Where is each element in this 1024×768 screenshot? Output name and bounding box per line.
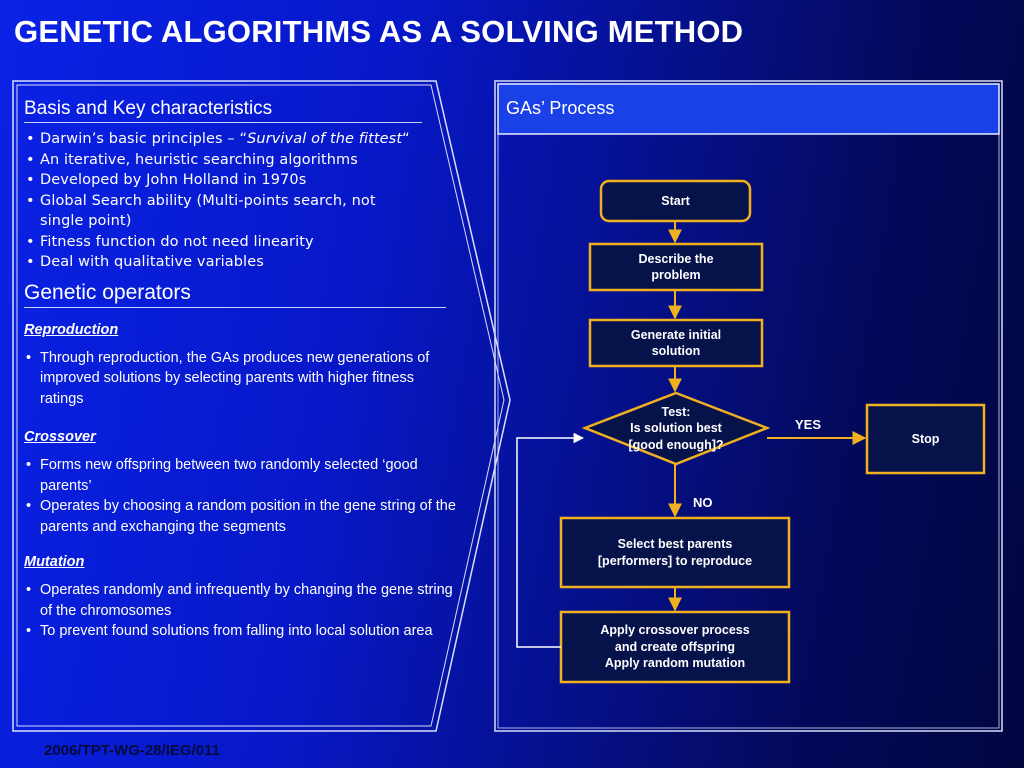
process-title: GAs’ Process: [506, 98, 615, 118]
basis-item: Darwin’s basic principles – “Survival of…: [24, 129, 412, 150]
generate-box: [588, 318, 764, 368]
stop-box: [865, 403, 986, 475]
crossover-item: Forms new offspring between two randomly…: [24, 455, 460, 496]
basis-panel: Basis and Key characteristics Darwin’s b…: [12, 80, 511, 732]
basis-item-italic: Survival of the fittest: [247, 131, 403, 147]
process-panel: GAs’ Process Start Describe the problem …: [494, 80, 1004, 732]
process-panel-frame: [494, 80, 1003, 732]
crossover-title: Crossover: [24, 429, 96, 445]
start-label: Start: [661, 193, 690, 208]
describe-box: [588, 242, 764, 292]
operators-heading: Genetic operators: [24, 281, 446, 308]
reproduction-list: Through reproduction, the GAs produces n…: [24, 348, 454, 410]
apply-box: [559, 610, 791, 684]
basis-item: Developed by John Holland in 1970s: [24, 170, 412, 191]
crossover-item: Operates by choosing a random position i…: [24, 496, 460, 537]
slide-footer: 2006/TPT-WG-28/IEG/011: [44, 742, 220, 759]
reproduction-item: Through reproduction, the GAs produces n…: [24, 348, 460, 410]
basis-list: Darwin’s basic principles – “Survival of…: [24, 129, 454, 273]
select-box: [559, 516, 791, 589]
select-label: Select best parents [performers] to repr…: [597, 537, 753, 568]
yes-label: YES: [795, 417, 822, 432]
test-label: Test: Is solution best [good enough]?: [628, 404, 724, 452]
basis-panel-content: Basis and Key characteristics Darwin’s b…: [24, 98, 456, 642]
generate-label: Generate initial solution: [630, 327, 722, 359]
process-flowchart: [494, 80, 1003, 732]
basis-item: Deal with qualitative variables: [24, 252, 412, 273]
basis-heading: Basis and Key characteristics: [24, 98, 422, 123]
crossover-list: Forms new offspring between two randomly…: [24, 455, 456, 537]
arrow-loop-back: [516, 432, 585, 648]
mutation-list: Operates randomly and infrequently by ch…: [24, 580, 454, 642]
basis-item: An iterative, heuristic searching algori…: [24, 150, 412, 171]
mutation-item: To prevent found solutions from falling …: [24, 621, 460, 642]
no-label: NO: [693, 495, 713, 510]
basis-panel-frame: [12, 80, 511, 732]
slide-title: GENETIC ALGORITHMS AS A SOLVING METHOD: [14, 14, 744, 49]
basis-item: Global Search ability (Multi-points sear…: [24, 191, 412, 232]
reproduction-title: Reproduction: [24, 321, 119, 338]
basis-item: Fitness function do not need linearity: [24, 232, 412, 253]
basis-item-quote: “: [402, 131, 410, 147]
mutation-item: Operates randomly and infrequently by ch…: [24, 580, 460, 621]
mutation-title: Mutation: [24, 554, 85, 570]
basis-item-text: Darwin’s basic principles – “: [40, 131, 248, 147]
apply-label: Apply crossover process and create offsp…: [600, 623, 750, 671]
describe-label: Describe the problem: [638, 251, 714, 283]
process-header-band: [497, 83, 1000, 135]
stop-label: Stop: [911, 431, 940, 446]
